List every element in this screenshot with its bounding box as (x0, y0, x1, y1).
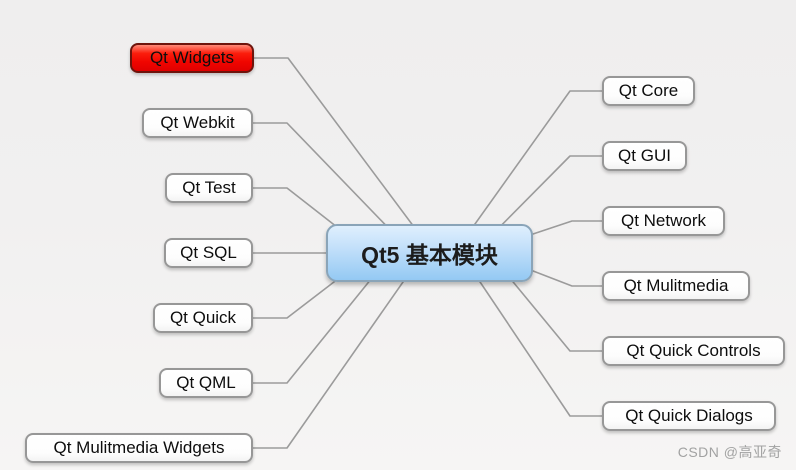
node-qt-quick[interactable]: Qt Quick (153, 303, 253, 333)
node-label: Qt Network (620, 211, 707, 230)
node-qt-network[interactable]: Qt Network (602, 206, 725, 236)
watermark: CSDN @高亚奇 (677, 444, 782, 460)
node-qt-mulitmedia[interactable]: Qt Mulitmedia (602, 271, 750, 301)
connector-qt-quick-controls (499, 265, 607, 352)
node-label: Qt Test (182, 178, 236, 197)
node-label: Qt SQL (180, 243, 237, 262)
connector-qt-quick-dialogs (471, 269, 607, 417)
node-label: Qt Quick (169, 308, 237, 327)
node-label: Qt Quick Controls (626, 341, 761, 360)
node-label: Qt Mulitmedia Widgets (53, 438, 225, 457)
connector-qt-mulitmedia (514, 263, 607, 287)
connector-qt-core (459, 90, 607, 246)
node-label: Qt Webkit (160, 113, 235, 132)
node-qt-widgets[interactable]: Qt Widgets (130, 43, 254, 73)
node-qt-qml[interactable]: Qt QML (159, 368, 253, 398)
connector-qt-mulitmedia-widgets (248, 271, 411, 449)
node-qt-sql[interactable]: Qt SQL (164, 238, 253, 268)
node-qt-quick-dialogs[interactable]: Qt Quick Dialogs (602, 401, 776, 431)
connector-qt-webkit (248, 122, 401, 241)
connector-qt-widgets (249, 57, 421, 236)
node-qt-gui[interactable]: Qt GUI (602, 141, 687, 171)
node-label: Qt Quick Dialogs (625, 406, 753, 425)
connector-qt-network (514, 220, 607, 241)
node-qt-test[interactable]: Qt Test (165, 173, 253, 203)
node-qt-mulitmedia-widgets[interactable]: Qt Mulitmedia Widgets (25, 433, 253, 463)
node-label: Qt Core (618, 81, 679, 100)
center-node-qt5-basic-modules[interactable]: Qt5 基本模块 (326, 224, 533, 282)
node-label: Qt Mulitmedia (623, 276, 729, 295)
node-label: Qt QML (176, 373, 236, 392)
node-qt-core[interactable]: Qt Core (602, 76, 695, 106)
node-label: Qt Widgets (149, 48, 235, 67)
node-qt-quick-controls[interactable]: Qt Quick Controls (602, 336, 785, 366)
center-node-label: Qt5 基本模块 (361, 242, 498, 268)
node-qt-webkit[interactable]: Qt Webkit (142, 108, 253, 138)
connector-qt-gui (474, 155, 607, 253)
node-label: Qt GUI (618, 146, 671, 165)
connector-qt-qml (248, 267, 381, 384)
